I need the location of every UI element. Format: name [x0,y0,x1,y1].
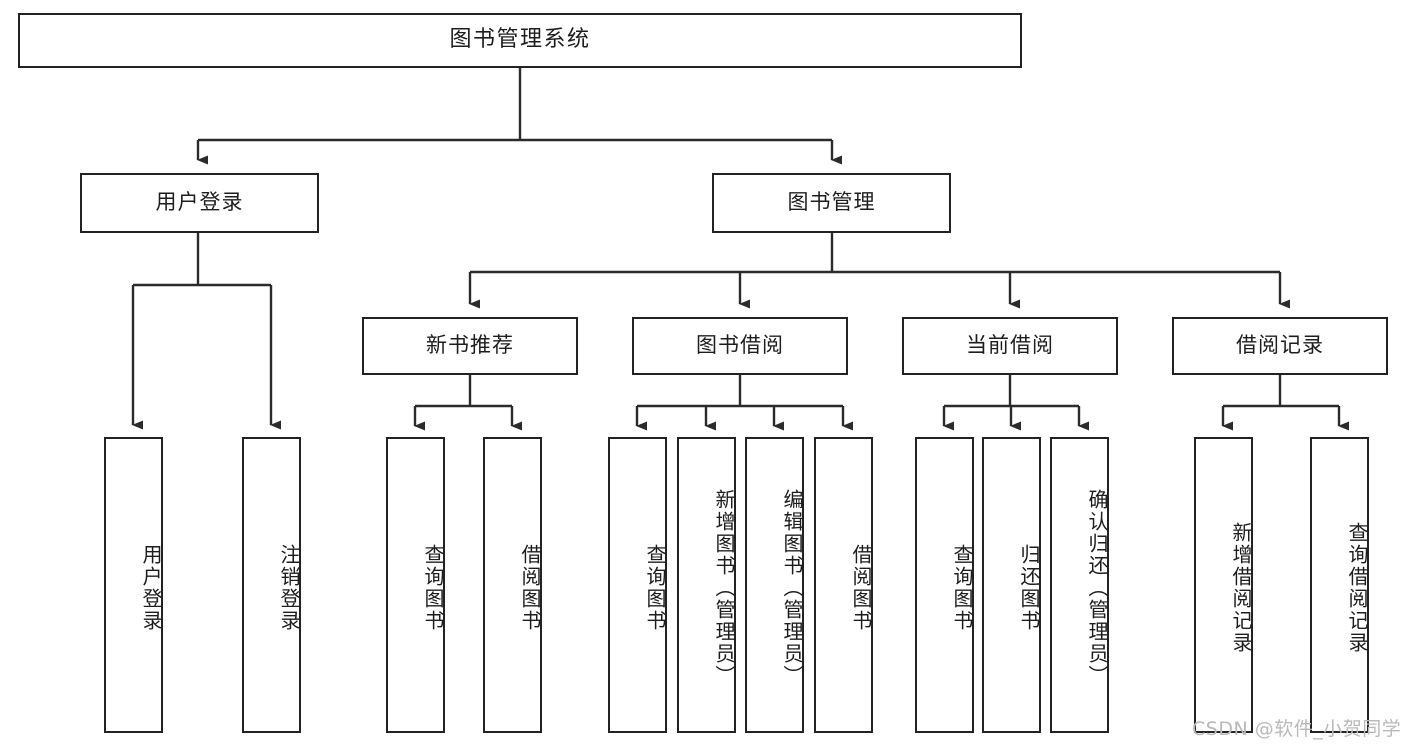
node-label: 图书借阅 [696,333,784,358]
node-root-system[interactable]: 图书管理系统 [18,13,1022,68]
leaf-current-query-book[interactable]: 查询图书 [915,437,974,733]
leaf-user-login-signout[interactable]: 注销登录 [242,437,301,733]
leaf-borrow-query-book[interactable]: 查询图书 [608,437,667,733]
node-label: 用户登录 [155,190,244,215]
leaf-recommend-borrow-book[interactable]: 借阅图书 [483,437,542,733]
leaf-borrow-borrow-book[interactable]: 借阅图书 [814,437,873,733]
leaf-record-query-record[interactable]: 查询借阅记录 [1310,437,1369,733]
node-label: 查询图书 [643,544,667,632]
node-book-borrow[interactable]: 图书借阅 [632,317,848,375]
leaf-borrow-edit-book-admin[interactable]: 编辑图书（管理员） [745,437,804,733]
leaf-recommend-query-book[interactable]: 查询图书 [386,437,445,733]
leaf-record-add-record[interactable]: 新增借阅记录 [1194,437,1253,733]
node-current-borrow[interactable]: 当前借阅 [902,317,1118,375]
node-borrow-record[interactable]: 借阅记录 [1172,317,1388,375]
node-label: 注销登录 [277,544,301,632]
node-label: 归还图书 [1017,544,1041,632]
node-label: 查询借阅记录 [1345,522,1369,654]
node-label: 用户登录 [139,544,163,632]
node-label: 当前借阅 [966,333,1054,358]
node-label: 编辑图书（管理员） [780,489,804,687]
node-label: 借阅图书 [849,544,873,632]
node-label: 新增图书（管理员） [712,489,736,687]
leaf-current-confirm-return-admin[interactable]: 确认归还（管理员） [1050,437,1109,733]
leaf-current-return-book[interactable]: 归还图书 [982,437,1041,733]
node-book-management[interactable]: 图书管理 [712,173,951,233]
node-new-book-recommend[interactable]: 新书推荐 [362,317,578,375]
node-label: 借阅图书 [518,544,542,632]
node-label: 图书管理系统 [449,27,591,53]
node-label: 查询图书 [421,544,445,632]
node-label: 新书推荐 [426,333,514,358]
node-label: 查询图书 [950,544,974,632]
node-label: 新增借阅记录 [1229,522,1253,654]
watermark-text: CSDN @软件_小贺同学 [1192,718,1402,740]
node-label: 借阅记录 [1236,333,1324,358]
node-label: 确认归还（管理员） [1085,489,1109,687]
leaf-user-login-signin[interactable]: 用户登录 [104,437,163,733]
node-label: 图书管理 [787,190,876,215]
node-user-login[interactable]: 用户登录 [80,173,319,233]
leaf-borrow-add-book-admin[interactable]: 新增图书（管理员） [677,437,736,733]
